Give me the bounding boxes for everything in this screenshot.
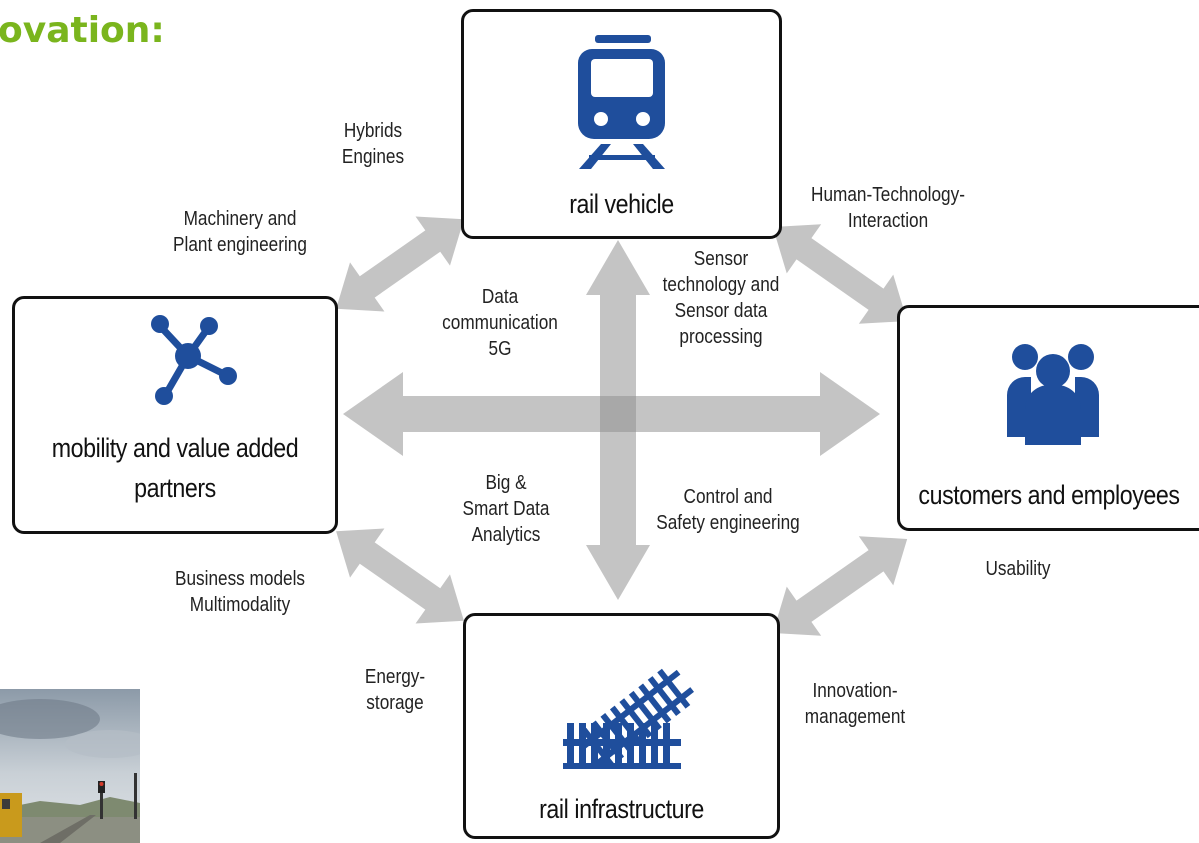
label-usability: Usability [985, 558, 1051, 580]
railway-photo-image [0, 689, 140, 843]
label-energy-storage: Energy-storage [364, 666, 426, 714]
rail-vehicle-box: rail vehicle [461, 9, 782, 239]
label-innovation-management: Innovation-management [804, 680, 906, 728]
mobility-partners-label-line2: partners [134, 473, 216, 503]
network-icon [151, 315, 237, 405]
rail-vehicle-label: rail vehicle [569, 189, 674, 219]
diagonal-arrow-top-left [336, 216, 464, 312]
mobility-partners-box: mobility and value added partners [12, 296, 338, 534]
customers-employees-box: customers and employees [897, 305, 1199, 531]
rail-track-icon [563, 668, 694, 769]
label-human-technology: Human-Technology-Interaction [811, 184, 965, 232]
page-title: ovation: [0, 10, 165, 51]
mobility-partners-label-line1: mobility and value added [51, 433, 299, 463]
diagonal-arrow-bottom-right [772, 536, 908, 636]
diagonal-arrow-bottom-left [336, 528, 464, 624]
customers-employees-label: customers and employees [918, 480, 1180, 510]
train-icon [578, 35, 665, 169]
people-icon [1007, 344, 1099, 445]
arrow-overlap [600, 396, 636, 432]
rail-infrastructure-label: rail infrastructure [539, 794, 704, 824]
diagonal-arrow-top-right [772, 224, 908, 324]
railway-photo [0, 689, 140, 843]
rail-infrastructure-box: rail infrastructure [463, 613, 780, 839]
